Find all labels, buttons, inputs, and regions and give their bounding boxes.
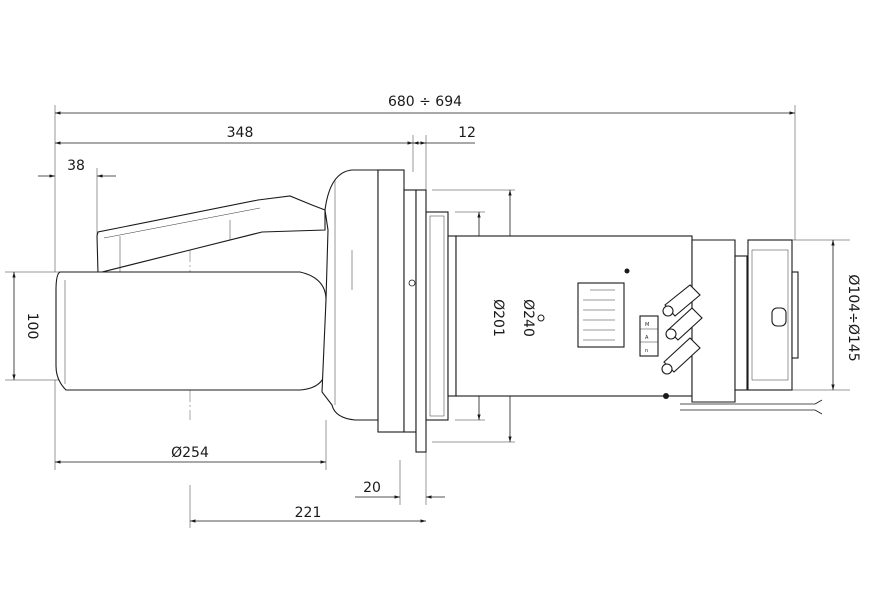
fan-housing: [55, 169, 427, 453]
dim-blast-tube-diameter: Ø104÷Ø145: [845, 274, 861, 361]
dim-flange-thickness: 12: [458, 125, 476, 141]
dim-fan-diameter: Ø254: [171, 445, 209, 461]
dim-rear-offset: 38: [67, 158, 85, 174]
gas-valve: [661, 239, 823, 415]
dim-flange-outer-diameter: Ø240: [520, 299, 536, 337]
burner-head: [747, 239, 799, 391]
nameplate: [577, 282, 625, 348]
dim-flange-plate: 20: [363, 480, 381, 496]
dim-flange-to-rear: 348: [227, 125, 254, 141]
dimension-labels: 680 ÷ 694 348 12 38 100 Ø254 Ø201 Ø240 Ø…: [24, 94, 861, 521]
control-button-n[interactable]: n: [645, 348, 648, 354]
dim-flange-inner-diameter: Ø201: [490, 299, 506, 337]
control-button-m[interactable]: M: [645, 322, 649, 328]
control-button-a[interactable]: A: [645, 335, 649, 341]
dim-height: 100: [24, 313, 40, 340]
dim-overall-length: 680 ÷ 694: [388, 94, 462, 110]
control-panel: M A n: [639, 315, 659, 357]
dim-flange-to-axis: 221: [295, 505, 322, 521]
